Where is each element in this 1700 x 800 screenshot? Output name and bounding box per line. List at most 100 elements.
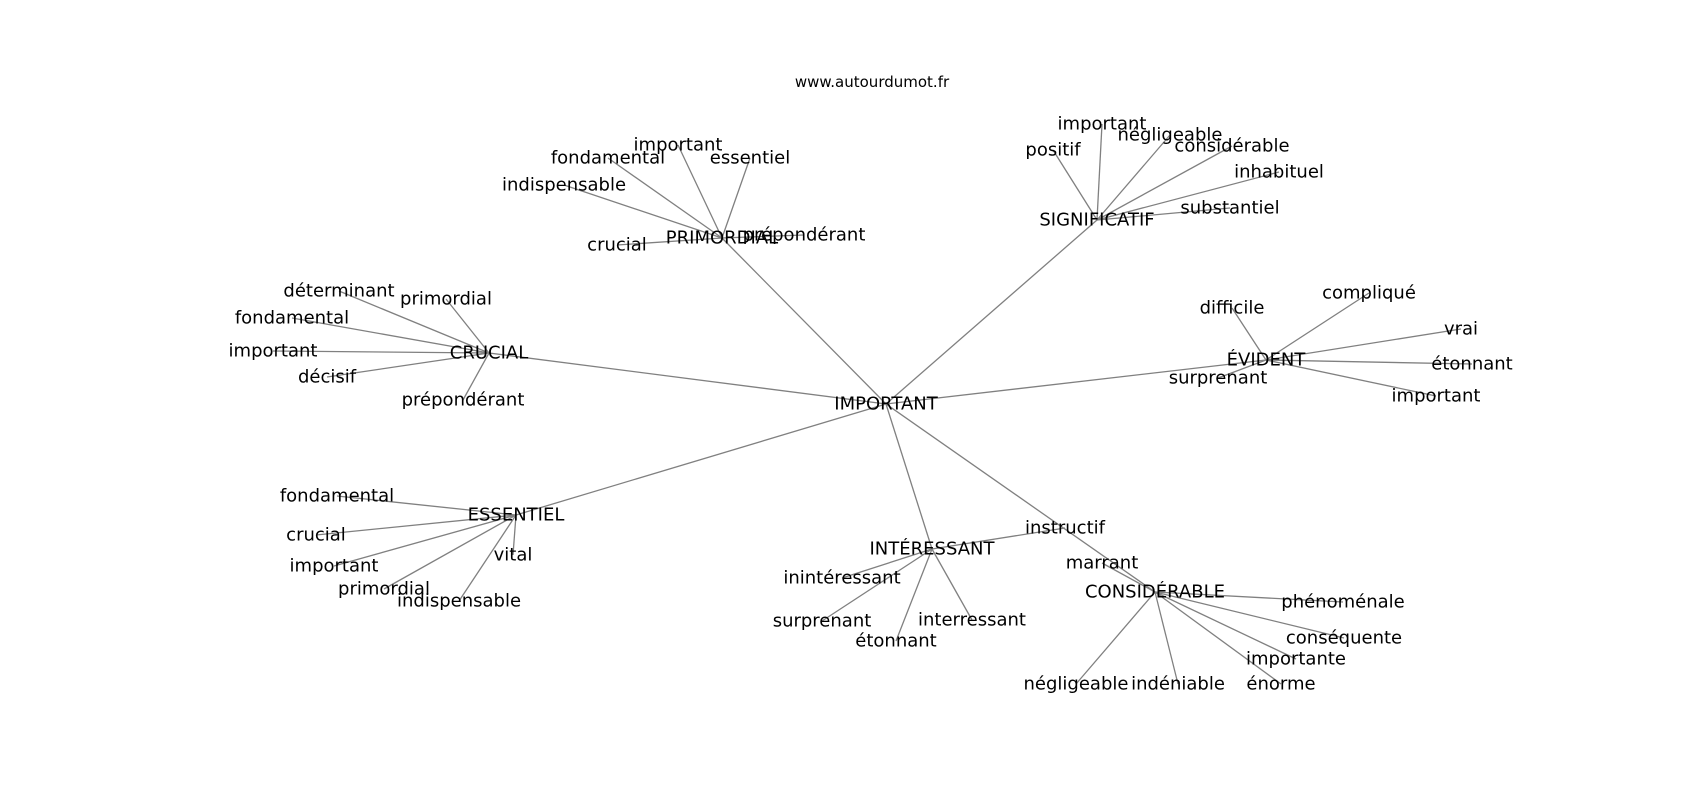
edge-essentiel-indispensable bbox=[458, 514, 517, 602]
edge-crucial-important bbox=[272, 350, 490, 354]
node-cluster-evident: ÉVIDENT bbox=[1227, 349, 1307, 371]
edge-primordial-important bbox=[677, 144, 723, 239]
edge-primordial-indispensable bbox=[563, 184, 723, 239]
edge-essentiel-fondamental bbox=[336, 495, 517, 516]
node-essentiel-indispensable: indispensable bbox=[397, 591, 521, 612]
graph-edges bbox=[272, 123, 1473, 685]
edge-center-interessant bbox=[885, 403, 933, 550]
edge-considerable-consequente bbox=[1154, 591, 1345, 639]
node-considerable-enorme: énorme bbox=[1246, 674, 1315, 695]
edge-evident-vrai bbox=[1265, 328, 1462, 361]
node-primordial-important: important bbox=[634, 135, 723, 156]
edge-evident-complique bbox=[1265, 292, 1370, 361]
edge-center-primordial bbox=[721, 237, 887, 405]
source-label: www.autourdumot.fr bbox=[795, 73, 950, 91]
edge-primordial-preponderant bbox=[721, 234, 805, 239]
edge-interessant-ininteressant bbox=[841, 548, 933, 579]
node-primordial-preponderant: prépondérant bbox=[743, 225, 866, 246]
edge-interessant-etonnant bbox=[895, 548, 933, 642]
node-significatif-important: important bbox=[1058, 114, 1147, 135]
node-interessant-interressant: interressant bbox=[918, 610, 1026, 631]
node-significatif-considerable: considérable bbox=[1174, 136, 1289, 157]
node-cluster-essentiel: ESSENTIEL bbox=[468, 505, 565, 526]
edge-primordial-crucial bbox=[616, 237, 723, 246]
node-evident-etonnant: étonnant bbox=[1431, 354, 1512, 375]
edge-considerable-indeniable bbox=[1154, 591, 1179, 685]
node-crucial-fondamental: fondamental bbox=[235, 308, 349, 329]
node-significatif-inhabituel: inhabituel bbox=[1234, 162, 1324, 183]
node-considerable-negligeable: négligeable bbox=[1024, 674, 1129, 695]
edge-crucial-decisif bbox=[326, 352, 490, 378]
node-considerable-marrant: marrant bbox=[1066, 553, 1139, 574]
node-primordial-essentiel: essentiel bbox=[710, 148, 790, 169]
edge-essentiel-vital bbox=[512, 514, 517, 556]
node-cluster-significatif: SIGNIFICATIF bbox=[1039, 210, 1154, 231]
graph-labels: fondamentalimportantessentielindispensab… bbox=[229, 114, 1513, 695]
node-evident-important: important bbox=[1392, 386, 1481, 407]
edge-evident-etonnant bbox=[1265, 359, 1473, 365]
node-essentiel-crucial: crucial bbox=[286, 525, 346, 546]
edge-significatif-positif bbox=[1052, 149, 1098, 221]
edge-evident-important bbox=[1265, 359, 1437, 397]
node-crucial-primordial: primordial bbox=[400, 289, 492, 310]
edge-evident-difficile bbox=[1231, 307, 1267, 361]
node-crucial-decisif: décisif bbox=[298, 367, 357, 388]
node-primordial-fondamental: fondamental bbox=[551, 148, 665, 169]
edge-significatif-substantiel bbox=[1096, 207, 1231, 221]
node-crucial-important: important bbox=[229, 341, 318, 362]
node-interessant-instructif: instructif bbox=[1025, 518, 1106, 539]
node-essentiel-important: important bbox=[290, 556, 379, 577]
edge-crucial-primordial bbox=[445, 298, 490, 354]
edge-considerable-phenomenale bbox=[1154, 591, 1344, 603]
edge-considerable-marrant bbox=[1101, 562, 1156, 593]
node-crucial-preponderant: prépondérant bbox=[402, 390, 525, 411]
edge-significatif-considerable bbox=[1096, 145, 1233, 221]
edge-center-crucial bbox=[488, 352, 887, 405]
edge-center-considerable bbox=[885, 403, 1156, 593]
node-cluster-considerable: CONSIDÉRABLE bbox=[1085, 581, 1225, 603]
edge-significatif-negligeable bbox=[1096, 134, 1171, 221]
edge-significatif-inhabituel bbox=[1096, 171, 1280, 221]
node-evident-complique: compliqué bbox=[1322, 283, 1416, 304]
node-interessant-ininteressant: inintéressant bbox=[783, 568, 900, 589]
node-cluster-crucial: CRUCIAL bbox=[450, 343, 528, 364]
edge-crucial-preponderant bbox=[462, 352, 490, 401]
edge-center-significatif bbox=[885, 219, 1098, 405]
node-essentiel-vital: vital bbox=[494, 545, 533, 566]
node-primordial-indispensable: indispensable bbox=[502, 175, 626, 196]
edge-crucial-determinant bbox=[338, 290, 490, 354]
node-cluster-interessant: INTÉRESSANT bbox=[870, 538, 996, 560]
edge-considerable-negligeable bbox=[1075, 591, 1156, 685]
node-evident-difficile: difficile bbox=[1200, 298, 1265, 319]
node-evident-surprenant: surprenant bbox=[1169, 368, 1268, 389]
edge-interessant-surprenant bbox=[821, 548, 933, 622]
node-considerable-indeniable: indéniable bbox=[1131, 674, 1225, 695]
node-considerable-consequente: conséquente bbox=[1286, 628, 1402, 649]
node-essentiel-fondamental: fondamental bbox=[280, 486, 394, 507]
node-interessant-etonnant: étonnant bbox=[855, 631, 936, 652]
edge-essentiel-important bbox=[333, 514, 517, 567]
edge-primordial-essentiel bbox=[721, 157, 751, 239]
edge-considerable-importante bbox=[1154, 591, 1297, 660]
edge-essentiel-crucial bbox=[315, 514, 517, 536]
edge-considerable-enorme bbox=[1154, 591, 1282, 685]
node-primordial-crucial: crucial bbox=[587, 235, 647, 256]
edge-crucial-fondamental bbox=[291, 317, 490, 354]
edge-primordial-fondamental bbox=[607, 157, 723, 239]
edge-essentiel-primordial bbox=[383, 514, 517, 590]
node-crucial-determinant: déterminant bbox=[283, 281, 394, 302]
edge-evident-surprenant bbox=[1217, 359, 1267, 379]
edge-center-essentiel bbox=[515, 403, 887, 516]
node-significatif-positif: positif bbox=[1025, 140, 1081, 161]
node-cluster-primordial: PRIMORDIAL bbox=[666, 228, 778, 249]
node-center: IMPORTANT bbox=[834, 394, 938, 415]
node-interessant-surprenant: surprenant bbox=[773, 611, 872, 632]
edge-center-evident bbox=[885, 359, 1267, 405]
node-significatif-negligeable: négligeable bbox=[1118, 125, 1223, 146]
node-evident-vrai: vrai bbox=[1444, 319, 1478, 340]
edge-interessant-interressant bbox=[931, 548, 973, 621]
edge-significatif-important bbox=[1096, 123, 1103, 221]
node-considerable-phenomenale: phénoménale bbox=[1281, 592, 1404, 613]
node-essentiel-primordial: primordial bbox=[338, 579, 430, 600]
